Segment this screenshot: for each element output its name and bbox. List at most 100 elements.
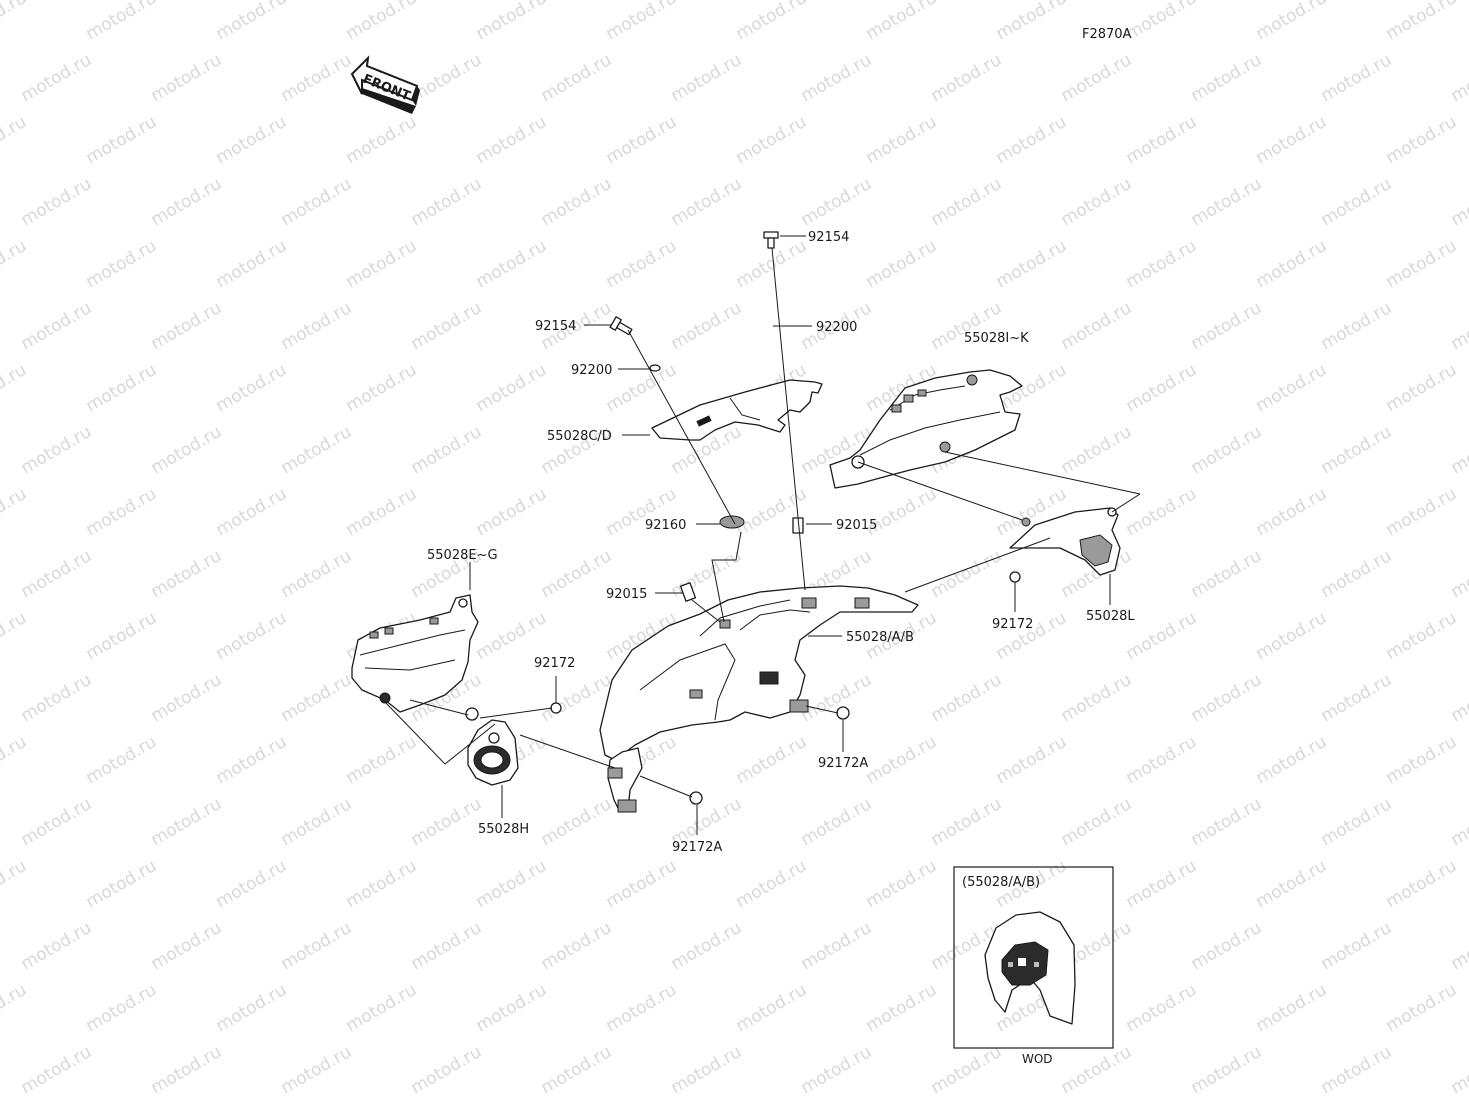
watermark-text: motod.ru [1058, 50, 1136, 106]
watermark-text: motod.ru [1253, 484, 1331, 540]
watermark-text: motod.ru [1253, 856, 1331, 912]
callout-bolt-92154-top: 92154 [808, 230, 849, 245]
watermark-text: motod.ru [733, 856, 811, 912]
watermark-text: motod.ru [863, 0, 941, 44]
watermark-text: motod.ru [1383, 236, 1461, 292]
watermark-text: motod.ru [1123, 360, 1201, 416]
watermark-text: motod.ru [798, 918, 876, 974]
watermark-text: motod.ru [1318, 794, 1396, 850]
side-piece-55028h [466, 708, 518, 785]
watermark-text: motod.ru [18, 546, 96, 602]
watermark-text: motod.ru [213, 360, 291, 416]
watermark-text: motod.ru [1123, 0, 1201, 44]
watermark-text: motod.ru [863, 112, 941, 168]
watermark-text: motod.ru [668, 174, 746, 230]
watermark-text: motod.ru [798, 50, 876, 106]
watermark-text: motod.ru [83, 0, 161, 44]
watermark-text: motod.ru [408, 1042, 486, 1098]
watermark-text: motod.ru [278, 50, 356, 106]
watermark-text: motod.ru [1383, 980, 1461, 1036]
watermark-text: motod.ru [1448, 298, 1469, 354]
watermark-text: motod.ru [1383, 484, 1461, 540]
watermark-text: motod.ru [18, 298, 96, 354]
watermark-text: motod.ru [928, 794, 1006, 850]
watermark-text: motod.ru [343, 856, 421, 912]
watermark-text: motod.ru [213, 112, 291, 168]
callout-collar-92015-right: 92015 [836, 518, 877, 533]
watermark-text: motod.ru [408, 794, 486, 850]
watermark-text: motod.ru [928, 174, 1006, 230]
bolt-92154-top-shaft [768, 238, 774, 248]
watermark-text: motod.ru [1318, 298, 1396, 354]
watermark-text: motod.ru [1383, 112, 1461, 168]
callout-bolt-92172a-right: 92172A [818, 756, 868, 771]
watermark-text: motod.ru [343, 0, 421, 44]
watermark-text: motod.ru [473, 484, 551, 540]
watermark-text: motod.ru [538, 174, 616, 230]
watermark-text: motod.ru [408, 298, 486, 354]
watermark-text: motod.ru [1253, 608, 1331, 664]
watermark-text: motod.ru [863, 236, 941, 292]
watermark-text: motod.ru [1383, 608, 1461, 664]
watermark-text: motod.ru [538, 918, 616, 974]
callout-bolt-92172-right: 92172 [992, 617, 1033, 632]
watermark-text: motod.ru [213, 732, 291, 788]
watermark-text: motod.ru [83, 484, 161, 540]
watermark-text: motod.ru [83, 608, 161, 664]
watermark-text: motod.ru [213, 484, 291, 540]
callout-washer-92200-top: 92200 [816, 320, 857, 335]
washer-92200-left-icon [650, 365, 660, 371]
watermark-text: motod.ru [473, 236, 551, 292]
watermark-text: motod.ru [733, 732, 811, 788]
callout-bolt-92172a-left: 92172A [672, 840, 722, 855]
watermark-text: motod.ru [0, 980, 30, 1036]
bolt-92172a-left-icon [690, 792, 702, 804]
watermark-text: motod.ru [538, 546, 616, 602]
watermark-text: motod.ru [1448, 1042, 1469, 1098]
watermark-text: motod.ru [0, 732, 30, 788]
watermark-text: motod.ru [343, 112, 421, 168]
watermark-text: motod.ru [0, 236, 30, 292]
watermark-text: motod.ru [0, 0, 30, 44]
watermark-text: motod.ru [1318, 422, 1396, 478]
watermark-text: motod.ru [278, 918, 356, 974]
watermark-text: motod.ru [798, 1042, 876, 1098]
watermark-text: motod.ru [1123, 112, 1201, 168]
watermark-text: motod.ru [0, 360, 30, 416]
watermark-text: motod.ru [733, 112, 811, 168]
watermark-text: motod.ru [993, 732, 1071, 788]
watermark-text: motod.ru [668, 298, 746, 354]
watermark-text: motod.ru [1188, 670, 1266, 726]
watermark-text: motod.ru [863, 980, 941, 1036]
watermark-text: motod.ru [538, 1042, 616, 1098]
watermark-text: motod.ru [863, 732, 941, 788]
watermark-text: motod.ru [1188, 50, 1266, 106]
watermark-text: motod.ru [668, 1042, 746, 1098]
watermark-text: motod.ru [1383, 732, 1461, 788]
watermark-text: motod.ru [473, 0, 551, 44]
watermark-text: motod.ru [278, 670, 356, 726]
callout-washer-92200-left: 92200 [571, 363, 612, 378]
inset-caption: WOD [1022, 1052, 1053, 1066]
watermark-text: motod.ru [83, 732, 161, 788]
watermark-text: motod.ru [83, 112, 161, 168]
watermark-text: motod.ru [278, 298, 356, 354]
watermark-text: motod.ru [213, 236, 291, 292]
watermark-text: motod.ru [1058, 174, 1136, 230]
watermark-text: motod.ru [1123, 236, 1201, 292]
watermark-text: motod.ru [993, 112, 1071, 168]
watermark-text: motod.ru [1188, 546, 1266, 602]
watermark-text: motod.ru [928, 50, 1006, 106]
watermark-text: motod.ru [1123, 732, 1201, 788]
watermark-text: motod.ru [278, 174, 356, 230]
watermark-text: motod.ru [1448, 422, 1469, 478]
watermark-text: motod.ru [603, 0, 681, 44]
watermark-text: motod.ru [83, 236, 161, 292]
inset-panel: (55028/A/B) WOD [954, 867, 1113, 1066]
watermark-text: motod.ru [1253, 0, 1331, 44]
watermark-text: motod.ru [1188, 1042, 1266, 1098]
watermark-text: motod.ru [18, 50, 96, 106]
watermark-text: motod.ru [408, 174, 486, 230]
watermark-text: motod.ru [603, 360, 681, 416]
